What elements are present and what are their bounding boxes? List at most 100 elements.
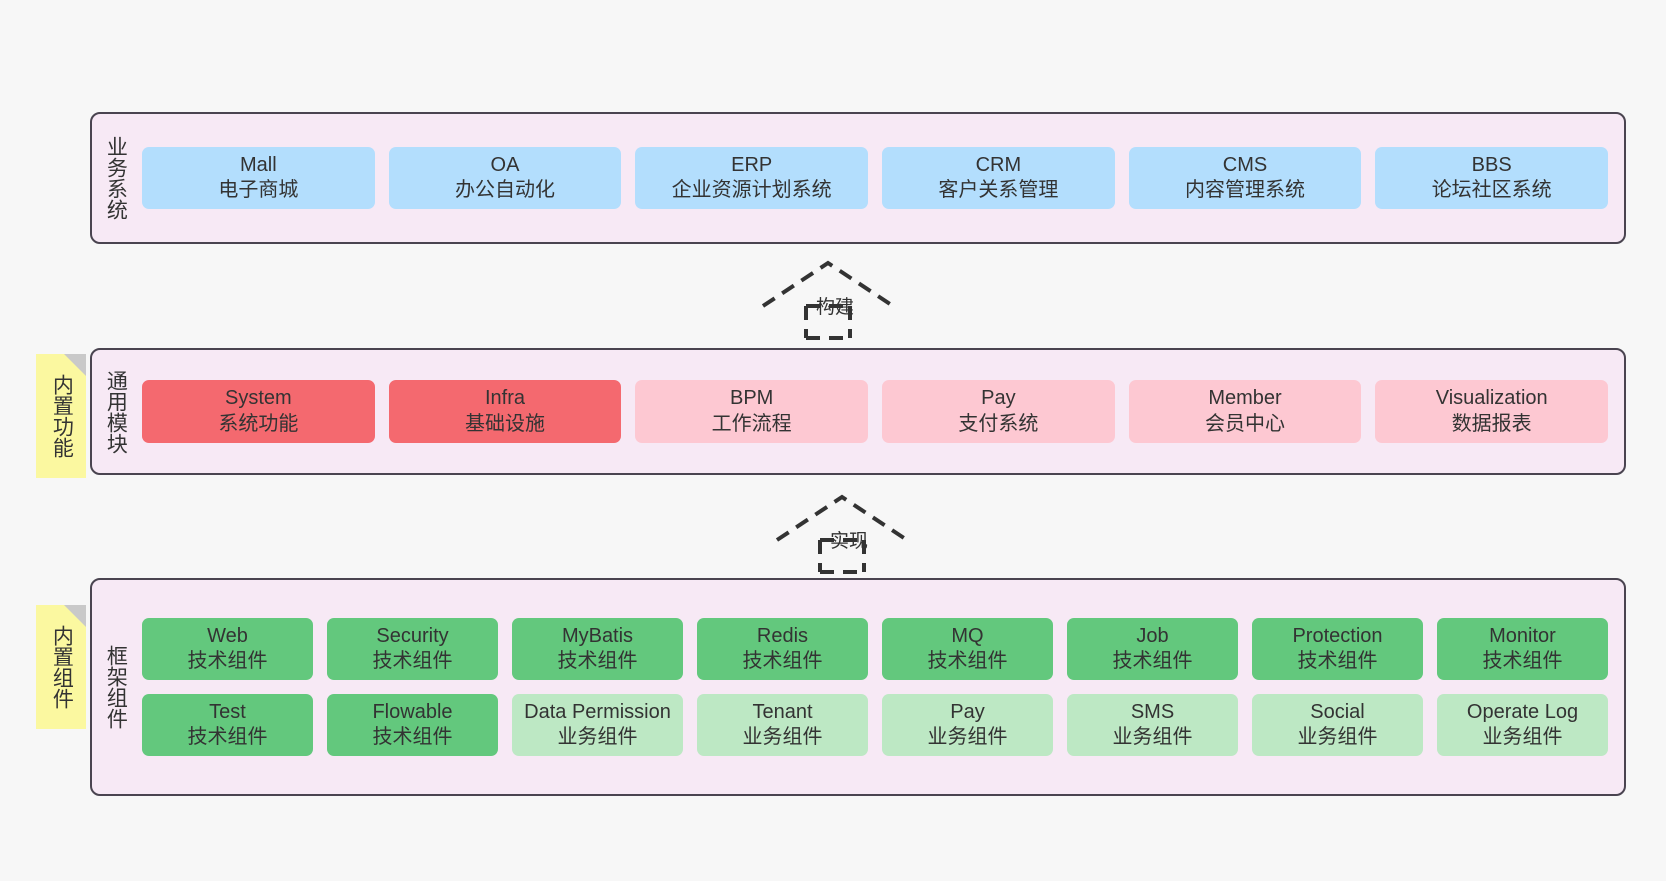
node-subtitle: 技术组件 — [372, 649, 453, 672]
node-title: Flowable — [372, 701, 453, 723]
node-subtitle: 系统功能 — [218, 412, 299, 435]
node-subtitle: 业务组件 — [1482, 726, 1563, 749]
node-title: Pay — [981, 387, 1016, 410]
node-job[interactable]: Job 技术组件 — [1067, 617, 1238, 680]
node-subtitle: 业务组件 — [742, 726, 823, 749]
node-title: Infra — [484, 387, 526, 410]
node-subtitle: 业务组件 — [927, 726, 1008, 749]
node-flowable[interactable]: Flowable 技术组件 — [327, 694, 498, 757]
node-subtitle: 会员中心 — [1205, 412, 1286, 435]
node-row: Mall 电子商城 OA 办公自动化 ERP 企业资源计划系统 CRM 客户关系… — [142, 146, 1609, 210]
node-title: Data Permission — [524, 701, 671, 723]
node-protection[interactable]: Protection 技术组件 — [1252, 617, 1423, 680]
node-data-permission[interactable]: Data Permission 业务组件 — [512, 694, 683, 757]
node-system[interactable]: System 系统功能 — [142, 380, 375, 443]
node-title: Mall — [240, 153, 277, 176]
node-subtitle: 内容管理系统 — [1185, 179, 1306, 201]
node-subtitle: 支付系统 — [958, 412, 1039, 435]
node-subtitle: 业务组件 — [557, 726, 638, 749]
node-row: Test 技术组件 Flowable 技术组件 Data Permission … — [142, 694, 1608, 757]
node-title: Job — [1136, 624, 1169, 647]
node-redis[interactable]: Redis 技术组件 — [697, 617, 868, 680]
layer-business-systems[interactable]: 业务系统 Mall 电子商城 OA 办公自动化 ERP 企业资源计划系统 CRM… — [90, 112, 1626, 244]
node-title: Redis — [756, 624, 809, 647]
node-erp[interactable]: ERP 企业资源计划系统 — [635, 146, 869, 210]
sticky-fold-icon — [64, 605, 86, 627]
layer-body-framework-components: Web 技术组件 Security 技术组件 MyBatis 技术组件 Redi… — [138, 580, 1624, 794]
layer-framework-components[interactable]: 框架组件 Web 技术组件 Security 技术组件 MyBatis 技术组件… — [90, 578, 1626, 796]
layer-general-modules[interactable]: 通用模块 System 系统功能 Infra 基础设施 BPM 工作流程 Pay… — [90, 348, 1626, 475]
sticky-fold-icon — [64, 354, 86, 376]
node-subtitle: 技术组件 — [1112, 649, 1193, 672]
node-operate-log[interactable]: Operate Log 业务组件 — [1437, 694, 1608, 757]
sticky-note-label: 内置组件 — [50, 625, 74, 709]
node-mall[interactable]: Mall 电子商城 — [142, 146, 375, 210]
layer-label-general-modules: 通用模块 — [104, 369, 128, 454]
node-title: Protection — [1292, 624, 1383, 647]
node-subtitle: 业务组件 — [1112, 726, 1193, 749]
node-pay-component[interactable]: Pay 业务组件 — [882, 694, 1053, 757]
node-title: Monitor — [1489, 624, 1556, 647]
node-bbs[interactable]: BBS 论坛社区系统 — [1375, 146, 1609, 210]
node-mq[interactable]: MQ 技术组件 — [882, 617, 1053, 680]
node-subtitle: 企业资源计划系统 — [671, 179, 832, 201]
node-title: ERP — [731, 153, 773, 176]
node-title: Pay — [950, 701, 985, 723]
node-visualization[interactable]: Visualization 数据报表 — [1375, 380, 1609, 443]
node-subtitle: 基础设施 — [465, 412, 545, 435]
node-title: BBS — [1471, 153, 1512, 176]
node-title: MyBatis — [561, 624, 634, 647]
node-monitor[interactable]: Monitor 技术组件 — [1437, 617, 1608, 680]
node-pay-module[interactable]: Pay 支付系统 — [882, 380, 1115, 443]
node-title: CRM — [975, 153, 1022, 176]
node-title: Security — [376, 624, 449, 647]
layer-body-general-modules: System 系统功能 Infra 基础设施 BPM 工作流程 Pay 支付系统… — [138, 350, 1624, 473]
node-subtitle: 技术组件 — [372, 726, 453, 749]
connector-build-label: 构建 — [816, 297, 855, 318]
node-subtitle: 论坛社区系统 — [1431, 179, 1552, 201]
node-oa[interactable]: OA 办公自动化 — [388, 146, 622, 210]
connector-implement-label: 实现 — [830, 531, 869, 552]
node-infra[interactable]: Infra 基础设施 — [388, 380, 622, 443]
node-sms[interactable]: SMS 业务组件 — [1067, 694, 1238, 757]
node-subtitle: 技术组件 — [557, 649, 638, 672]
node-crm[interactable]: CRM 客户关系管理 — [882, 146, 1115, 210]
sticky-note-label: 内置功能 — [50, 374, 74, 458]
node-cms[interactable]: CMS 内容管理系统 — [1128, 146, 1362, 210]
node-title: CMS — [1222, 153, 1268, 176]
node-row: System 系统功能 Infra 基础设施 BPM 工作流程 Pay 支付系统… — [142, 380, 1609, 443]
node-subtitle: 技术组件 — [742, 649, 823, 672]
node-title: BPM — [730, 387, 774, 410]
node-subtitle: 技术组件 — [927, 649, 1008, 672]
node-subtitle: 业务组件 — [1297, 726, 1378, 749]
node-title: MQ — [951, 624, 984, 647]
layer-label-business-systems: 业务系统 — [104, 136, 128, 220]
node-subtitle: 办公自动化 — [455, 179, 555, 201]
node-social[interactable]: Social 业务组件 — [1252, 694, 1423, 757]
node-subtitle: 技术组件 — [187, 649, 268, 672]
node-title: SMS — [1130, 701, 1175, 723]
layer-label-framework-components: 框架组件 — [104, 645, 128, 729]
node-title: Visualization — [1435, 387, 1548, 410]
node-bpm[interactable]: BPM 工作流程 — [635, 380, 869, 443]
node-subtitle: 电子商城 — [218, 179, 299, 201]
node-tenant[interactable]: Tenant 业务组件 — [697, 694, 868, 757]
node-web[interactable]: Web 技术组件 — [142, 617, 313, 680]
node-subtitle: 客户关系管理 — [938, 179, 1059, 201]
node-title: Web — [207, 624, 248, 647]
node-row: Web 技术组件 Security 技术组件 MyBatis 技术组件 Redi… — [142, 617, 1608, 680]
node-subtitle: 技术组件 — [187, 726, 268, 749]
node-title: Test — [209, 701, 246, 723]
node-subtitle: 数据报表 — [1451, 412, 1532, 435]
node-title: OA — [490, 153, 520, 176]
node-test[interactable]: Test 技术组件 — [142, 694, 313, 757]
node-subtitle: 技术组件 — [1482, 649, 1563, 672]
node-title: Operate Log — [1466, 701, 1579, 723]
node-subtitle: 技术组件 — [1297, 649, 1378, 672]
node-security[interactable]: Security 技术组件 — [327, 617, 498, 680]
node-member[interactable]: Member 会员中心 — [1128, 380, 1362, 443]
node-mybatis[interactable]: MyBatis 技术组件 — [512, 617, 683, 680]
node-title: Tenant — [752, 701, 813, 723]
sticky-note-builtin-features: 内置功能 — [36, 354, 86, 478]
